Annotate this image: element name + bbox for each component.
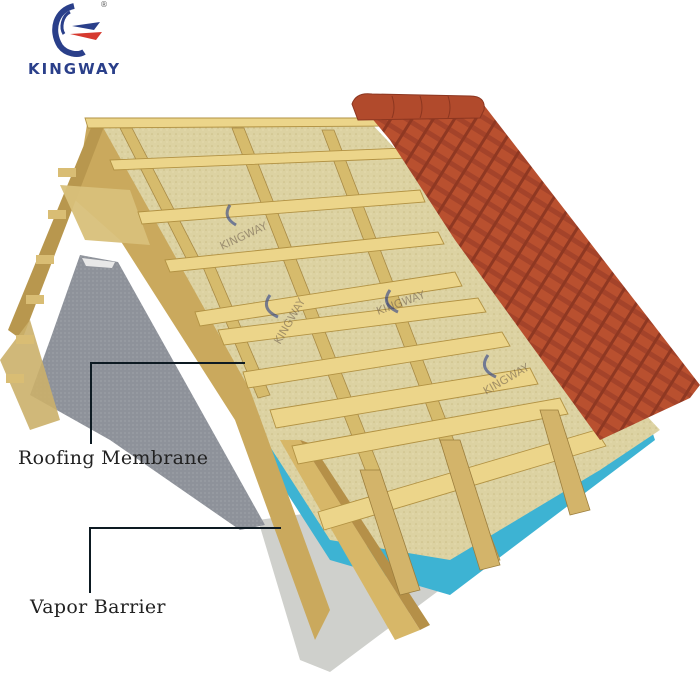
eaves-beam <box>280 440 420 640</box>
registered-mark: ® <box>100 0 108 9</box>
roofing-membrane-label: Roofing Membrane <box>18 447 209 469</box>
rafter-ends <box>6 168 76 383</box>
gable-rafter <box>75 118 330 640</box>
kingway-logo: ® KINGWAY <box>14 0 134 82</box>
vapor-barrier-leader-vertical <box>89 527 91 593</box>
vapor-barrier-label: Vapor Barrier <box>30 596 166 618</box>
horizontal-battens <box>84 117 607 531</box>
vapor-barrier-leader-horizontal <box>89 527 281 529</box>
blue-membrane-layer <box>180 250 655 595</box>
lower-rafters <box>359 409 591 596</box>
kingway-logo-icon <box>52 3 102 57</box>
watermark-marks <box>225 204 497 379</box>
roofing-membrane-leader-vertical <box>90 362 92 444</box>
ridge-tile <box>351 93 485 121</box>
brand-name: KINGWAY <box>28 60 121 78</box>
clay-tiles <box>355 98 700 440</box>
gable-board <box>30 255 265 530</box>
insulation-field <box>95 122 660 560</box>
roofing-membrane-leader-horizontal <box>90 362 245 364</box>
